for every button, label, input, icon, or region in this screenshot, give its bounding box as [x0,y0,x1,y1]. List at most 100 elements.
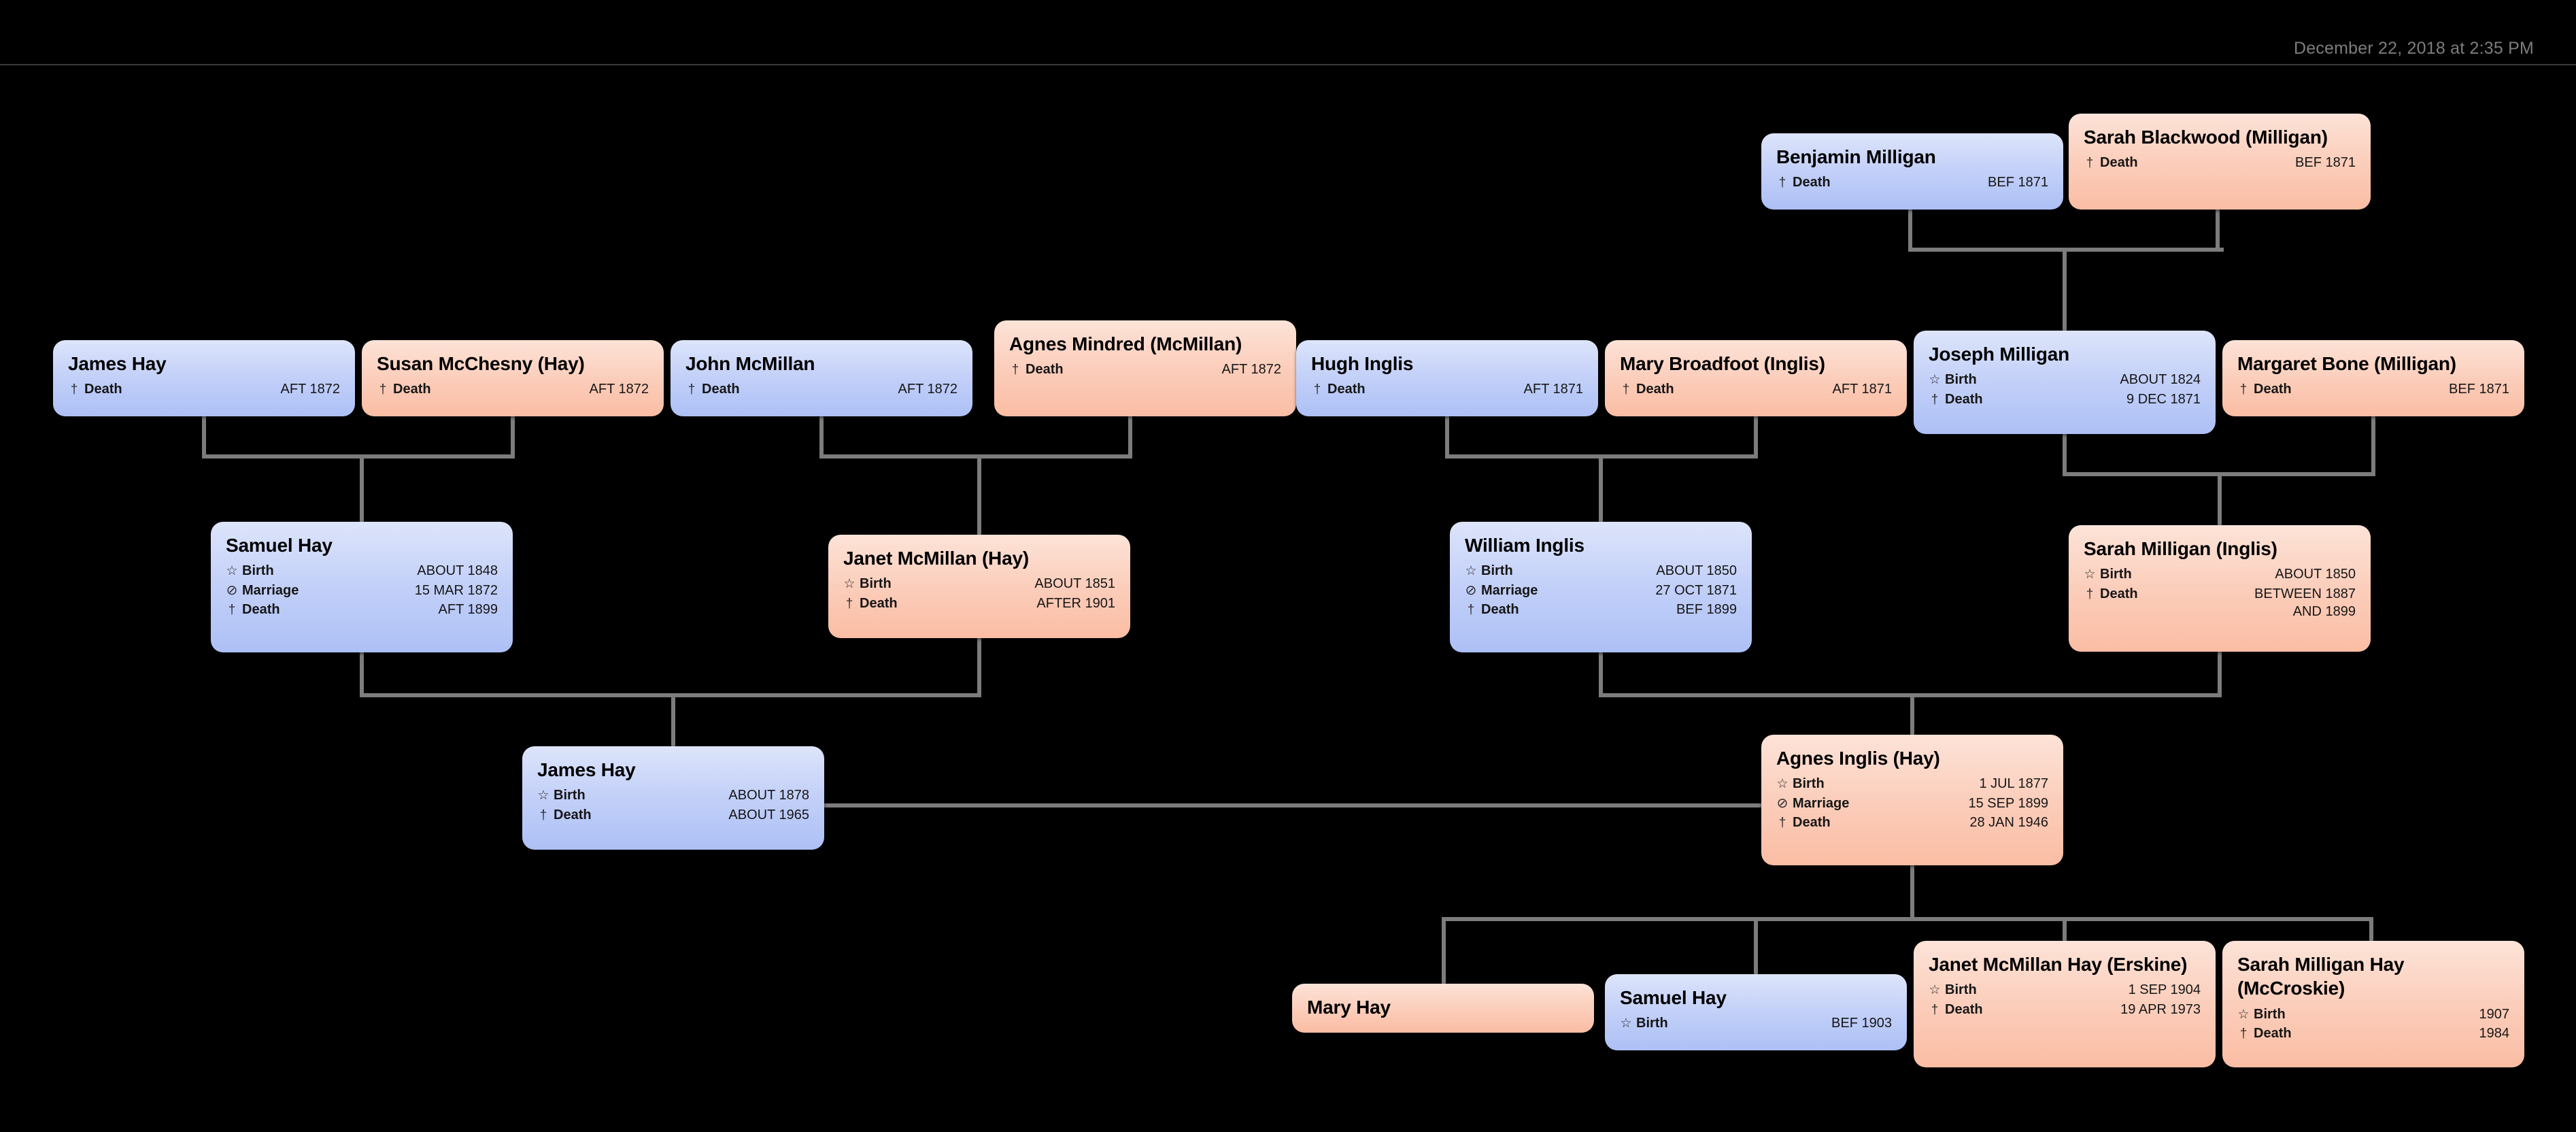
death-icon: † [2239,1027,2248,1042]
birth-icon: ☆ [1620,1016,1632,1031]
fact-label-wrap: ⊘Marriage [226,582,299,600]
birth-icon: ☆ [1929,373,1941,388]
fact-label-wrap: †Death [1776,814,1831,832]
death-icon: † [1931,1002,1939,1017]
connector-william-inglis-up [1599,454,1603,522]
fact-value: 1984 [2479,1026,2510,1042]
birth-icon: ☆ [843,577,855,592]
fact-label-wrap: ☆Birth [537,786,586,805]
connector-benjamin-down [1908,210,1912,252]
fact-label: Death [1793,815,1831,831]
fact-label-wrap: ☆Birth [2237,1005,2286,1024]
connector-agnes-mindred-down [1128,416,1132,459]
fact-label-wrap: †Death [685,380,740,399]
fact-row-death: † Death AFTER 1901 [843,595,1115,613]
connector-hay-couple-bus [360,693,981,697]
fact-value: AFTER 1901 [1036,595,1115,611]
person-name: Margaret Bone (Milligan) [2237,353,2456,374]
connector-sarah-mccroskie-up [2369,917,2373,941]
fact-label: Birth [2254,1006,2286,1022]
connector-janet-erskine-up [2063,917,2067,941]
person-name: Susan McChesny (Hay) [377,353,585,374]
fact-label-wrap: † Death [2084,154,2138,172]
person-name: Janet McMillan (Hay) [843,548,1029,569]
connector-children-bus [1442,917,2373,921]
fact-label: Death [860,595,898,611]
fact-label-wrap: †Death [68,380,122,399]
fact-label: Death [2100,155,2138,171]
fact-label: Birth [2100,567,2132,582]
fact-value: AFT 1872 [280,382,340,397]
fact-value: 15 SEP 1899 [1968,795,2048,811]
person-name: John McMillan [685,353,815,374]
connector-agnes-children-down [1910,865,1914,921]
fact-label-wrap: ☆Birth [843,575,891,593]
fact-value: ABOUT 1824 [2120,372,2201,388]
death-icon: † [1778,176,1786,190]
fact-value: BETWEEN 1887 AND 1899 [2254,586,2356,620]
person-name: James Hay [537,759,636,780]
person-name: Samuel Hay [226,535,333,556]
connector-mcmillan-bus [819,454,1132,459]
fact-value: AFT 1871 [1523,382,1583,397]
fact-label-wrap: †Death [2237,380,2292,399]
connector-samuel-hay-sr-up [360,454,364,522]
person-name: Samuel Hay [1620,987,1727,1008]
person-name: Mary Hay [1307,997,1391,1018]
fact-label: Birth [1945,982,1977,998]
connector-joseph-up [2063,248,2067,331]
fact-label: Marriage [242,582,299,598]
connector-joseph-down [2063,434,2067,476]
death-icon: † [2086,156,2094,171]
fact-label: Death [2254,382,2292,397]
person-name: William Inglis [1465,535,1584,556]
connector-janet-mcmillan-up [977,454,981,535]
person-name: James Hay [68,353,167,374]
fact-label: Birth [1793,776,1825,792]
fact-label-wrap: ☆Birth [1465,562,1512,580]
death-icon: † [1622,382,1630,397]
fact-label-wrap: †Death [226,601,280,619]
fact-label: Marriage [1793,795,1850,811]
connector-margaret-down [2371,416,2375,476]
death-icon: † [70,382,78,397]
person-card-james-hay-sr[interactable]: James Hay †Death AFT 1872 [53,340,355,416]
fact-label-wrap: †Death [2237,1025,2292,1043]
fact-value: ABOUT 1850 [2275,567,2356,582]
death-icon: † [845,596,853,611]
person-card-mary-hay[interactable]: Mary Hay [1292,984,1594,1033]
fact-label: Birth [554,788,586,803]
